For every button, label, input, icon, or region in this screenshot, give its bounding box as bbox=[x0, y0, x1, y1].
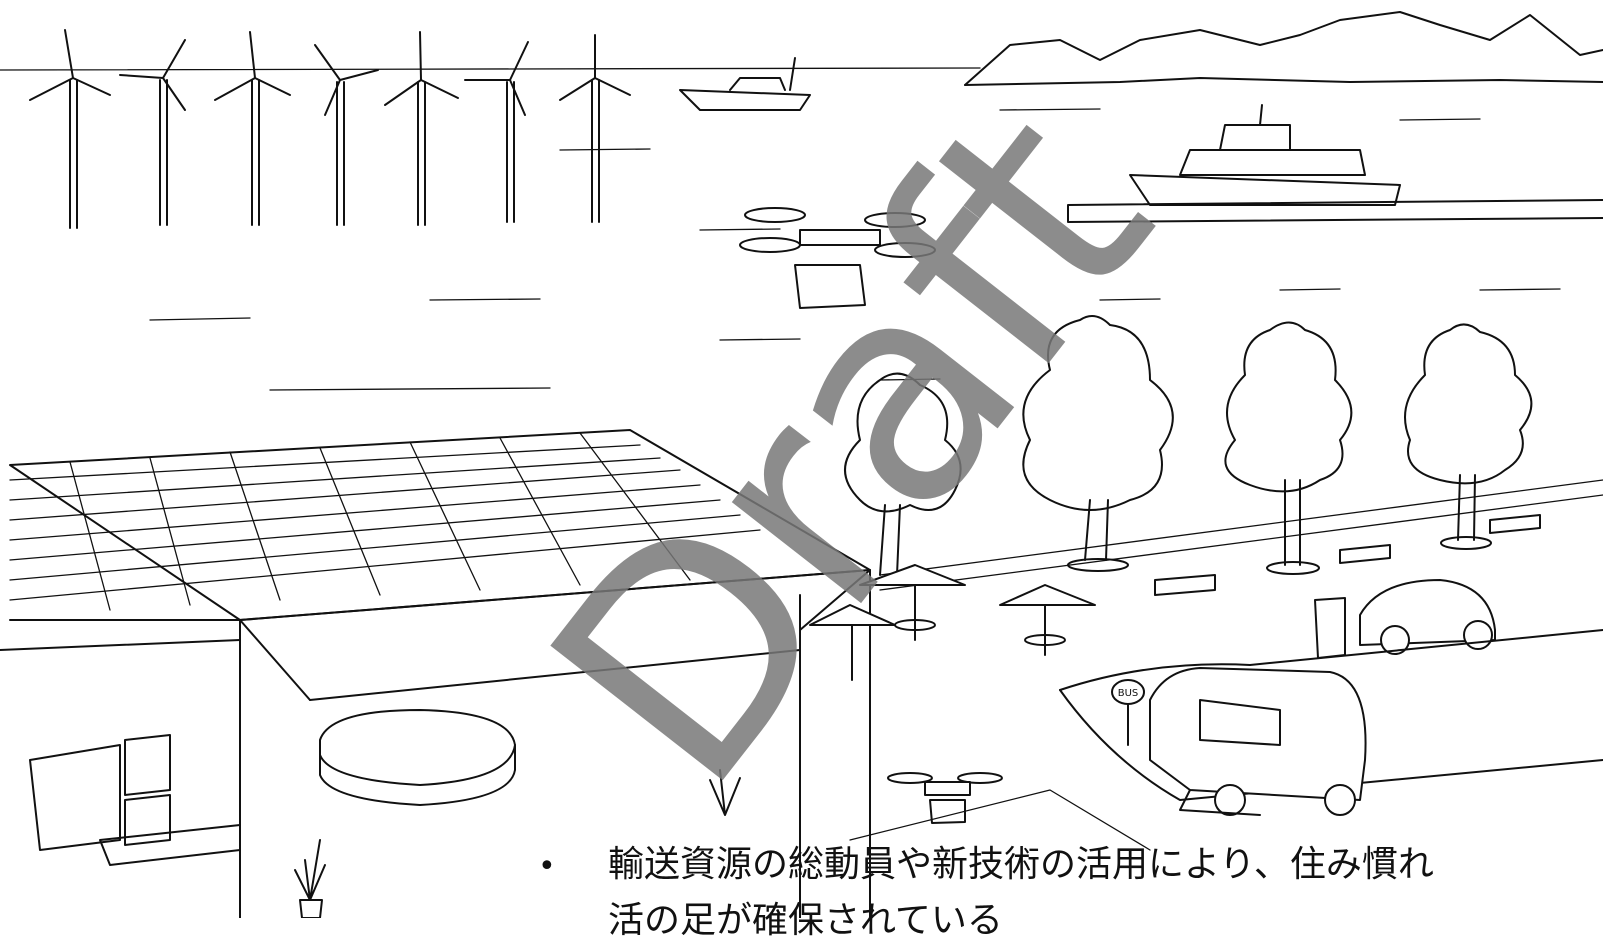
wind-turbine bbox=[464, 41, 529, 223]
caption-text-2: 活の足が確保されている bbox=[608, 900, 1003, 941]
video-wall bbox=[29, 734, 241, 866]
small-boat bbox=[679, 57, 811, 111]
ev-charger bbox=[1314, 597, 1346, 659]
wind-turbines bbox=[29, 29, 631, 229]
caption-line-2: 活の足が確保されている bbox=[538, 894, 1603, 948]
tree bbox=[1224, 321, 1353, 575]
tree bbox=[1404, 323, 1533, 550]
benches bbox=[1154, 514, 1541, 596]
trees bbox=[844, 315, 1533, 576]
railing bbox=[879, 479, 1603, 591]
building bbox=[0, 429, 871, 918]
tree bbox=[1022, 315, 1174, 572]
ground-drone bbox=[887, 772, 1003, 824]
wind-turbine bbox=[384, 31, 459, 226]
road bbox=[1059, 629, 1603, 801]
plaza bbox=[849, 789, 1151, 851]
caption-text-1: 輸送資源の総動員や新技術の活用により、住み慣れ bbox=[608, 844, 1434, 885]
reception-desk bbox=[319, 709, 516, 806]
wind-turbine bbox=[314, 44, 379, 226]
caption-line-1: • 輸送資源の総動員や新技術の活用により、住み慣れ bbox=[538, 838, 1603, 894]
tree bbox=[844, 372, 962, 576]
wind-turbine bbox=[29, 29, 111, 229]
wind-turbine bbox=[119, 39, 186, 226]
bus-sign-label: BUS bbox=[1118, 688, 1139, 699]
electric-car bbox=[1359, 579, 1496, 655]
minibus bbox=[1149, 667, 1367, 816]
illustration-scene: BUS bbox=[0, 11, 1603, 918]
potted-plant bbox=[709, 769, 741, 816]
wind-turbine bbox=[559, 34, 631, 223]
wind-turbine bbox=[214, 31, 291, 226]
caption: • 輸送資源の総動員や新技術の活用により、住み慣れ 活の足が確保されている bbox=[538, 838, 1603, 948]
sea-lines bbox=[0, 67, 1561, 391]
quay bbox=[1067, 199, 1603, 223]
bus-stop: BUS bbox=[1111, 679, 1145, 746]
mountains bbox=[964, 11, 1603, 86]
cafe-umbrellas bbox=[809, 564, 1096, 681]
potted-plant bbox=[294, 839, 326, 918]
delivery-drone bbox=[739, 207, 936, 309]
ferry bbox=[1129, 104, 1401, 206]
bullet: • bbox=[538, 849, 556, 884]
